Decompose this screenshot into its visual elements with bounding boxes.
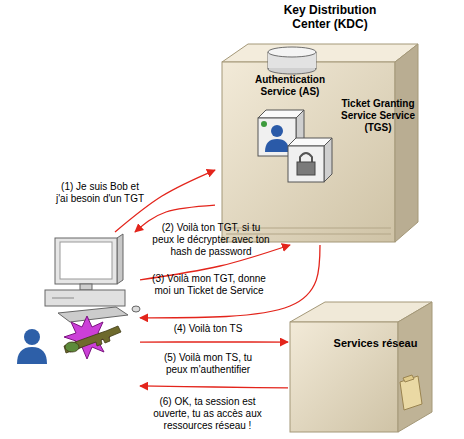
- server-side: [398, 302, 432, 432]
- message-label: (4) Voilà ton TS: [158, 323, 258, 335]
- service-box: Authentication Service (AS): [245, 45, 335, 165]
- tgs-lock-cube: [288, 138, 332, 182]
- mouse: [132, 306, 140, 312]
- service-box: Ticket Granting Service Service (TGS): [283, 96, 415, 188]
- screen: [60, 242, 112, 279]
- message-label: (3) Voilà mon TGT, donne moi un Ticket d…: [148, 273, 270, 297]
- network-server: Services réseau: [288, 295, 433, 435]
- cpu-case: [45, 290, 125, 306]
- kdc-server: Key Distribution Center (KDC) Authenticat…: [215, 0, 415, 245]
- monitor-side: [117, 234, 123, 284]
- lock-shackle: [300, 153, 312, 162]
- key-bow: [65, 342, 79, 352]
- message-label: (6) OK, ta session est ouverte, tu as ac…: [150, 396, 265, 432]
- kdc-server: [222, 44, 418, 242]
- message-arrow: [140, 341, 288, 342]
- cube-front: [288, 146, 324, 182]
- monitor-neck: [80, 284, 92, 290]
- message-label: (5) Voilà mon TS, tu peux m'authentifier: [158, 352, 258, 376]
- server-front: [222, 62, 395, 242]
- db-top: [268, 47, 316, 57]
- user-icon: [17, 329, 47, 364]
- client-workstation: [15, 232, 140, 397]
- status-dot: [261, 121, 267, 127]
- server-top: [222, 44, 418, 62]
- folder-tab: [403, 375, 414, 382]
- user-body: [265, 139, 289, 152]
- drive-slot: [52, 298, 74, 299]
- folder-icon: [400, 376, 422, 410]
- key: [64, 326, 121, 353]
- service-label: Ticket Granting Service Service (TGS): [335, 98, 421, 134]
- server-side: [395, 44, 418, 242]
- message-arrow: [140, 386, 288, 388]
- server-label: Services réseau: [328, 337, 423, 350]
- service-label: Authentication Service (AS): [245, 74, 335, 98]
- client-computer: [45, 234, 140, 322]
- monitor: [55, 238, 117, 284]
- message-label: (1) Je suis Bob et j'ai besoin d'un TGT: [55, 181, 145, 205]
- database-icon: [268, 47, 316, 74]
- keyboard: [58, 307, 128, 322]
- user-body: [17, 347, 47, 364]
- kdc-heading: Key Distribution Center (KDC): [270, 3, 390, 31]
- ticket-key: [64, 316, 121, 359]
- lock-body: [297, 162, 315, 175]
- user-head: [271, 125, 283, 137]
- message-label: (2) Voilà ton TGT, si tu peux le décrypt…: [150, 222, 272, 258]
- network-server: [290, 302, 432, 432]
- user-head: [24, 329, 40, 345]
- cube-side: [324, 138, 332, 182]
